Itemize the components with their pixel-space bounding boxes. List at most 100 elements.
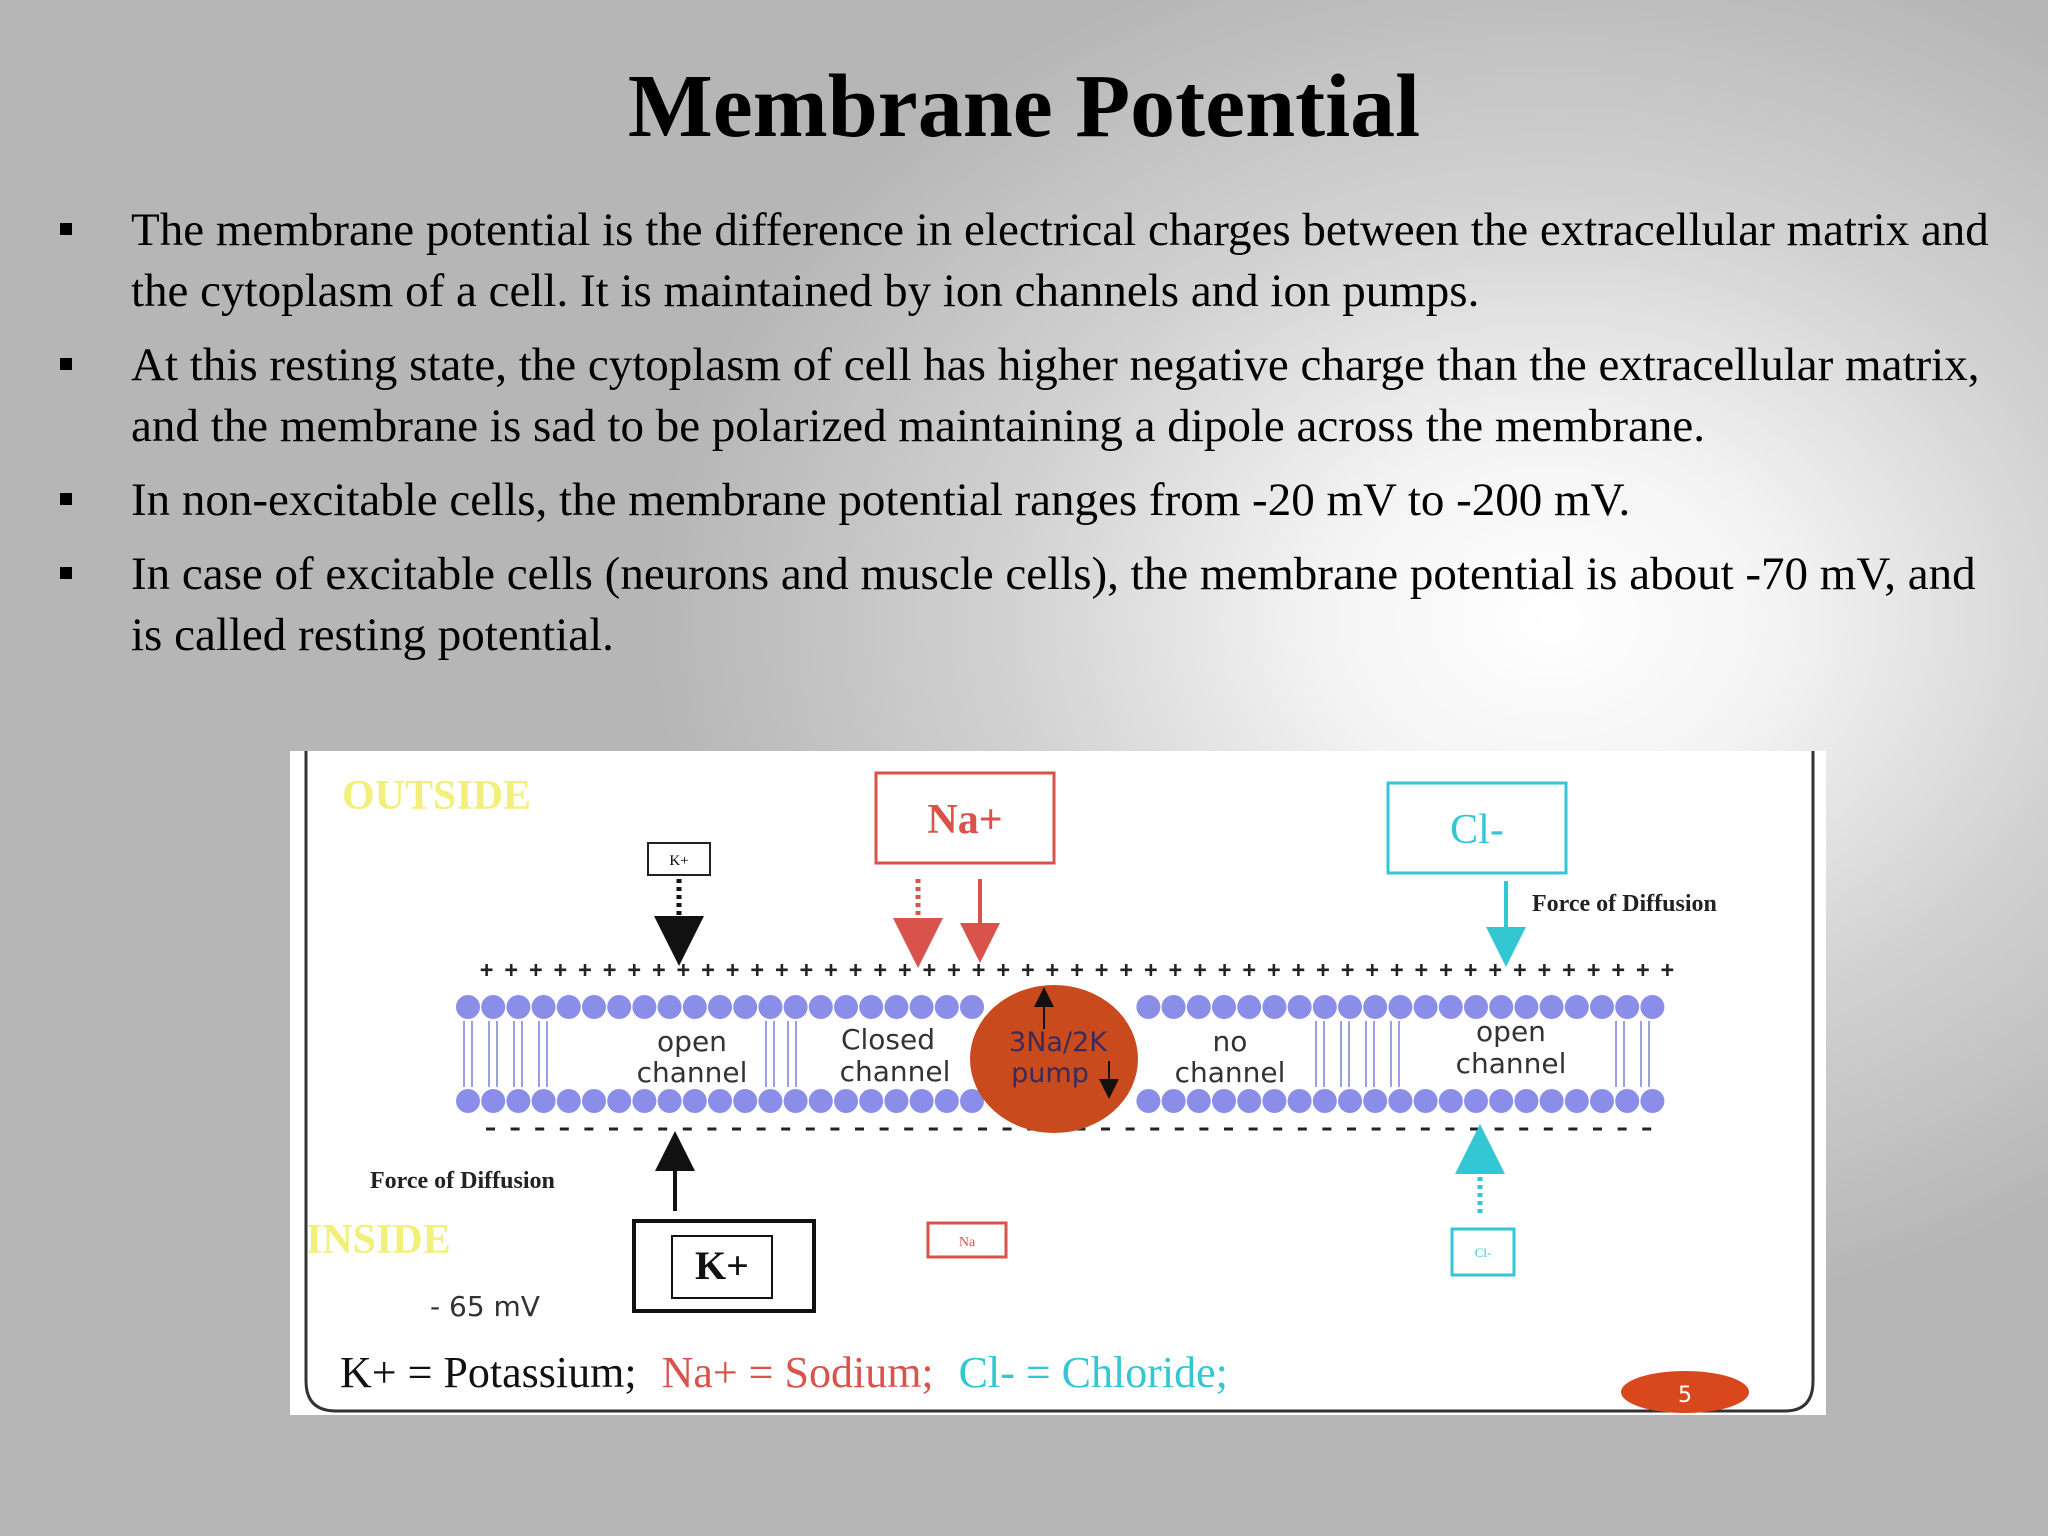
- phospholipid-head: [1237, 1089, 1262, 1113]
- positive-charge: +: [1415, 958, 1428, 983]
- bullet-text: In case of excitable cells (neurons and …: [131, 548, 1976, 661]
- phospholipid-head: [1413, 1089, 1438, 1113]
- bullet-item: At this resting state, the cytoplasm of …: [56, 335, 1996, 457]
- force-of-diffusion-top: Force of Diffusion: [1532, 891, 1717, 917]
- positive-charge: +: [701, 958, 714, 983]
- phospholipid-head: [859, 995, 884, 1019]
- phospholipid-head: [1338, 995, 1362, 1019]
- positive-charge: +: [1636, 958, 1649, 983]
- positive-charge: +: [1095, 958, 1108, 983]
- positive-charge: +: [1661, 958, 1674, 983]
- positive-charge: +: [1464, 958, 1477, 983]
- phospholipid-head: [733, 1089, 758, 1113]
- positive-charge: +: [751, 958, 764, 983]
- pump-label-line2: pump: [1011, 1058, 1089, 1089]
- phospholipid-head: [1590, 1089, 1614, 1113]
- sodium-box-label: Na+: [927, 797, 1002, 843]
- phospholipid-head: [758, 1089, 783, 1113]
- phospholipid-head: [456, 1089, 480, 1113]
- phospholipid-head: [682, 995, 707, 1019]
- phospholipid-head: [960, 1089, 984, 1113]
- positive-charge: +: [1562, 958, 1575, 983]
- phospholipid-head: [1388, 1089, 1413, 1113]
- chloride-box-label: Cl-: [1450, 807, 1504, 853]
- phospholipid-head: [934, 995, 959, 1019]
- positive-charge: +: [1612, 958, 1625, 983]
- phospholipid-head: [1212, 995, 1236, 1019]
- phospholipid-head: [1287, 1089, 1312, 1113]
- bullet-item: In case of excitable cells (neurons and …: [56, 544, 1996, 666]
- phospholipid-head: [708, 995, 732, 1019]
- bullet-text: In non-excitable cells, the membrane pot…: [131, 474, 1631, 526]
- phospholipid-head: [1464, 1089, 1488, 1113]
- positive-charge: +: [1144, 958, 1157, 983]
- positive-charge: +: [529, 958, 542, 983]
- phospholipid-head: [1413, 995, 1438, 1019]
- positive-charge: +: [923, 958, 936, 983]
- ion-legend: K+ = Potassium; Na+ = Sodium; Cl- = Chlo…: [340, 1348, 1228, 1397]
- phospholipid-head: [657, 995, 682, 1019]
- legend-potassium: K+ = Potassium;: [340, 1348, 637, 1397]
- bullet-text: The membrane potential is the difference…: [131, 204, 1989, 317]
- positive-charge: +: [652, 958, 665, 983]
- phospholipid-head: [1388, 995, 1413, 1019]
- phospholipid-head: [1590, 995, 1614, 1019]
- chloride-box: [1386, 781, 1568, 875]
- positive-charge: +: [677, 958, 690, 983]
- positive-charge: +: [1587, 958, 1600, 983]
- lipid-bilayer: [456, 995, 1665, 1113]
- phospholipid-head: [531, 995, 556, 1019]
- positive-charge: +: [1439, 958, 1452, 983]
- positive-charge: +: [554, 958, 567, 983]
- figure-frame: [304, 751, 1815, 1413]
- phospholipid-head: [1514, 995, 1539, 1019]
- phospholipid-head: [808, 995, 833, 1019]
- page-number-badge: [1621, 1371, 1749, 1413]
- square-bullet-icon: [60, 493, 72, 505]
- square-bullet-icon: [60, 567, 72, 579]
- bullet-item: In non-excitable cells, the membrane pot…: [56, 470, 1996, 531]
- positive-charge: +: [1292, 958, 1305, 983]
- membrane-diagram: OUTSIDE INSIDE K+ Na+ Cl- Force of Diffu…: [290, 751, 1826, 1415]
- phospholipid-head: [556, 1089, 581, 1113]
- k-ion-small-label: K+: [669, 853, 688, 869]
- phospholipid-head: [1312, 995, 1337, 1019]
- positive-charge: +: [726, 958, 739, 983]
- positive-charge: +: [505, 958, 518, 983]
- positive-charge: +: [628, 958, 641, 983]
- phospholipid-head: [1161, 995, 1186, 1019]
- legend-chloride: Cl- = Chloride;: [959, 1348, 1228, 1397]
- phospholipid-head: [1514, 1089, 1539, 1113]
- phospholipid-head: [834, 995, 858, 1019]
- positive-charge: +: [898, 958, 911, 983]
- phospholipid-head: [859, 1089, 884, 1113]
- closed-channel-line2: channel: [840, 1055, 951, 1088]
- phospholipid-head: [884, 995, 909, 1019]
- open-channel-right-line1: open: [1476, 1015, 1546, 1048]
- phospholipid-head: [1161, 1089, 1186, 1113]
- legend-sodium: Na+ = Sodium;: [662, 1348, 934, 1397]
- phospholipid-head: [1539, 995, 1564, 1019]
- phospholipid-head: [834, 1089, 858, 1113]
- phospholipid-head: [481, 1089, 506, 1113]
- positive-charge: +: [1021, 958, 1034, 983]
- phospholipid-head: [1564, 995, 1589, 1019]
- phospholipid-head: [1237, 995, 1262, 1019]
- positive-charge: +: [874, 958, 887, 983]
- phospholipid-head: [556, 995, 581, 1019]
- phospholipid-head: [884, 1089, 909, 1113]
- open-channel-left-line2: channel: [637, 1056, 748, 1089]
- phospholipid-head: [1489, 995, 1514, 1019]
- k-ion-large-box-inner: [671, 1235, 773, 1299]
- phospholipid-head: [909, 1089, 934, 1113]
- phospholipid-head: [1539, 1089, 1564, 1113]
- positive-charge-row: ++++++++++++++++++++++++++++++++++++++++…: [480, 958, 1674, 983]
- open-channel-left-line1: open: [657, 1025, 727, 1058]
- phospholipid-head: [1312, 1089, 1337, 1113]
- open-channel-right-line2: channel: [1456, 1047, 1567, 1080]
- positive-charge: +: [603, 958, 616, 983]
- phospholipid-head: [1438, 1089, 1463, 1113]
- positive-charge: +: [1341, 958, 1354, 983]
- phospholipid-head: [531, 1089, 556, 1113]
- phospholipid-head: [909, 995, 934, 1019]
